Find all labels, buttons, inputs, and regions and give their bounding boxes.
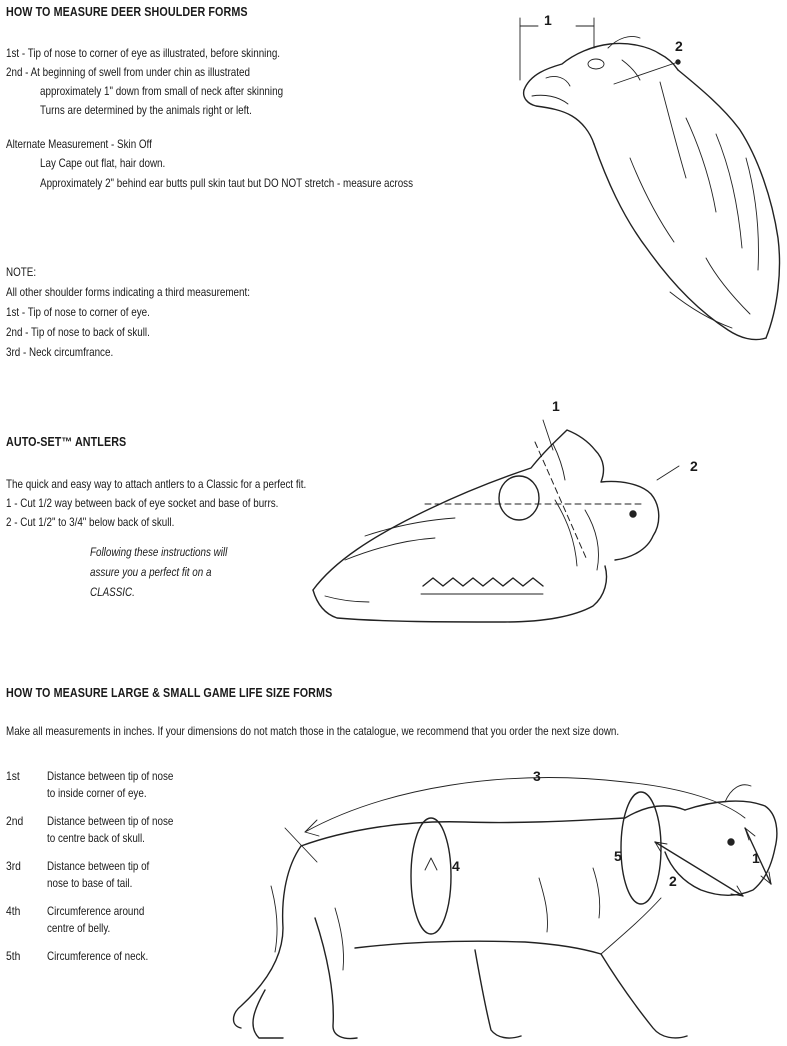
section2-line-1: The quick and easy way to attach antlers… — [6, 477, 307, 491]
measure-5-line-1: Circumference of neck. — [47, 949, 149, 963]
bear-life-size-illustration — [232, 777, 778, 1040]
measure-4-line-1: Circumference around — [47, 904, 145, 918]
section1-line-3: approximately 1" down from small of neck… — [40, 84, 284, 98]
section3-title: HOW TO MEASURE LARGE & SMALL GAME LIFE S… — [6, 686, 333, 700]
callout-3-bear: 3 — [533, 768, 541, 784]
measure-1-num: 1st — [6, 769, 20, 783]
callout-4-bear: 4 — [452, 858, 460, 874]
measure-2-line-2: to centre back of skull. — [47, 831, 145, 845]
section1-title: HOW TO MEASURE DEER SHOULDER FORMS — [6, 5, 248, 19]
section1-line-4: Turns are determined by the animals righ… — [40, 103, 252, 117]
note-line-4: 3rd - Neck circumfrance. — [6, 345, 114, 359]
alt-line-2: Approximately 2" behind ear butts pull s… — [40, 176, 414, 190]
callout-1-bear: 1 — [752, 850, 760, 866]
deer-skull-illustration — [312, 419, 680, 623]
callout-2-shoulder: 2 — [675, 38, 683, 54]
section2-title: AUTO-SET™ ANTLERS — [6, 435, 127, 449]
measure-4-line-2: centre of belly. — [47, 921, 111, 935]
alt-line-1: Lay Cape out flat, hair down. — [40, 156, 166, 170]
callout-2-bear: 2 — [669, 873, 677, 889]
note-line-3: 2nd - Tip of nose to back of skull. — [6, 325, 150, 339]
callout-2-skull: 2 — [690, 458, 698, 474]
italic-note-2: assure you a perfect fit on a — [90, 565, 212, 579]
italic-note-1: Following these instructions will — [90, 545, 228, 559]
measure-3-line-1: Distance between tip of — [47, 859, 150, 873]
section1-line-1: 1st - Tip of nose to corner of eye as il… — [6, 46, 281, 60]
measure-1-line-2: to inside corner of eye. — [47, 786, 147, 800]
note-title: NOTE: — [6, 265, 37, 279]
note-line-1: All other shoulder forms indicating a th… — [6, 285, 250, 299]
section1-line-2: 2nd - At beginning of swell from under c… — [6, 65, 250, 79]
measure-1-line-1: Distance between tip of nose — [47, 769, 174, 783]
deer-shoulder-form-illustration — [519, 17, 781, 341]
measure-3-line-2: nose to base of tail. — [47, 876, 133, 890]
measure-3-num: 3rd — [6, 859, 21, 873]
measure-2-line-1: Distance between tip of nose — [47, 814, 174, 828]
callout-5-bear: 5 — [614, 848, 622, 864]
italic-note-3: CLASSIC. — [90, 585, 135, 599]
callout-1-skull: 1 — [552, 398, 560, 414]
measure-2-num: 2nd — [6, 814, 24, 828]
callout-1-shoulder: 1 — [544, 12, 552, 28]
section2-line-3: 2 - Cut 1/2" to 3/4" below back of skull… — [6, 515, 175, 529]
alt-measurement-title: Alternate Measurement - Skin Off — [6, 137, 152, 151]
measure-5-num: 5th — [6, 949, 21, 963]
section3-intro: Make all measurements in inches. If your… — [6, 724, 620, 738]
note-line-2: 1st - Tip of nose to corner of eye. — [6, 305, 150, 319]
section2-line-2: 1 - Cut 1/2 way between back of eye sock… — [6, 496, 279, 510]
measure-4-num: 4th — [6, 904, 21, 918]
